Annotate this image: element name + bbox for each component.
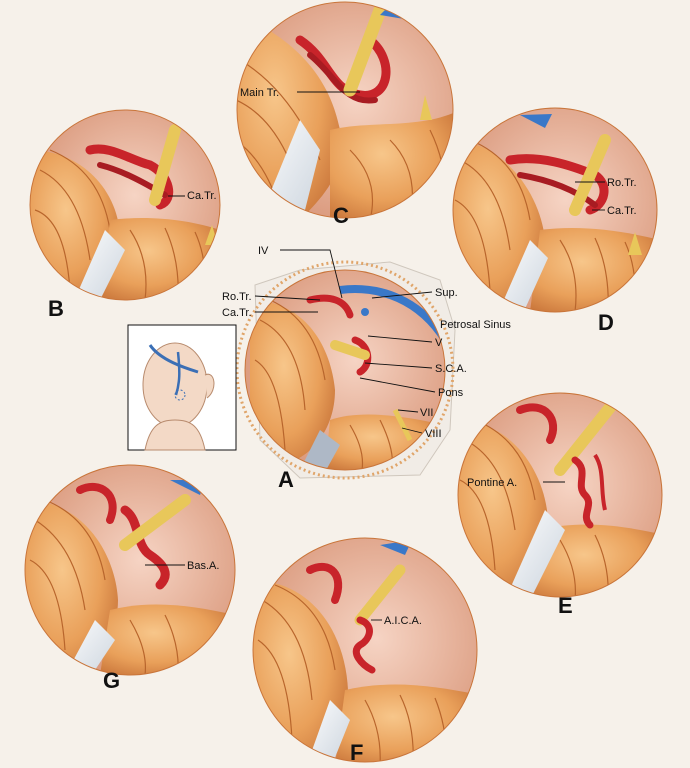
panel-letter-d: D	[598, 310, 614, 335]
panel-c-view	[236, 1, 454, 219]
panel-d-view	[452, 107, 658, 313]
leader-lines	[145, 91, 605, 621]
label-c-main-tr: Main Tr.	[240, 87, 279, 99]
labels: Main Tr. Ca.Tr. Ro.Tr. Ca.Tr. IV Ro.Tr. …	[187, 87, 637, 627]
panel-letter-c: C	[333, 203, 349, 228]
label-a-iv: IV	[258, 245, 269, 257]
head-position-inset	[127, 324, 237, 451]
label-a-petrosal-sinus: Petrosal Sinus	[440, 319, 511, 331]
label-g-bas-a: Bas.A.	[187, 560, 219, 572]
label-a-viii: VIII	[425, 428, 442, 440]
label-a-sca: S.C.A.	[435, 363, 467, 375]
label-a-sup: Sup.	[435, 287, 458, 299]
label-f-aica: A.I.C.A.	[384, 615, 422, 627]
panel-e-view	[457, 392, 663, 598]
panel-a-view	[235, 260, 456, 480]
panel-letter-f: F	[350, 740, 363, 765]
label-a-ca-tr: Ca.Tr.	[222, 307, 252, 319]
panel-letters: A B C D E F G	[48, 203, 614, 765]
panel-letter-e: E	[558, 593, 573, 618]
label-a-pons: Pons	[438, 387, 464, 399]
panel-letter-a: A	[278, 467, 294, 492]
panel-letter-b: B	[48, 296, 64, 321]
label-b-ca-tr: Ca.Tr.	[187, 190, 217, 202]
label-e-pontine-a: Pontine A.	[467, 477, 517, 489]
panel-g-view	[24, 464, 236, 676]
label-d-ro-tr: Ro.Tr.	[607, 177, 637, 189]
label-a-vii: VII	[420, 407, 433, 419]
label-a-ro-tr: Ro.Tr.	[222, 291, 252, 303]
label-d-ca-tr: Ca.Tr.	[607, 205, 637, 217]
panel-f-view	[252, 537, 478, 763]
panel-letter-g: G	[103, 668, 120, 693]
label-a-v: V	[435, 337, 443, 349]
panel-b-view	[29, 109, 221, 301]
